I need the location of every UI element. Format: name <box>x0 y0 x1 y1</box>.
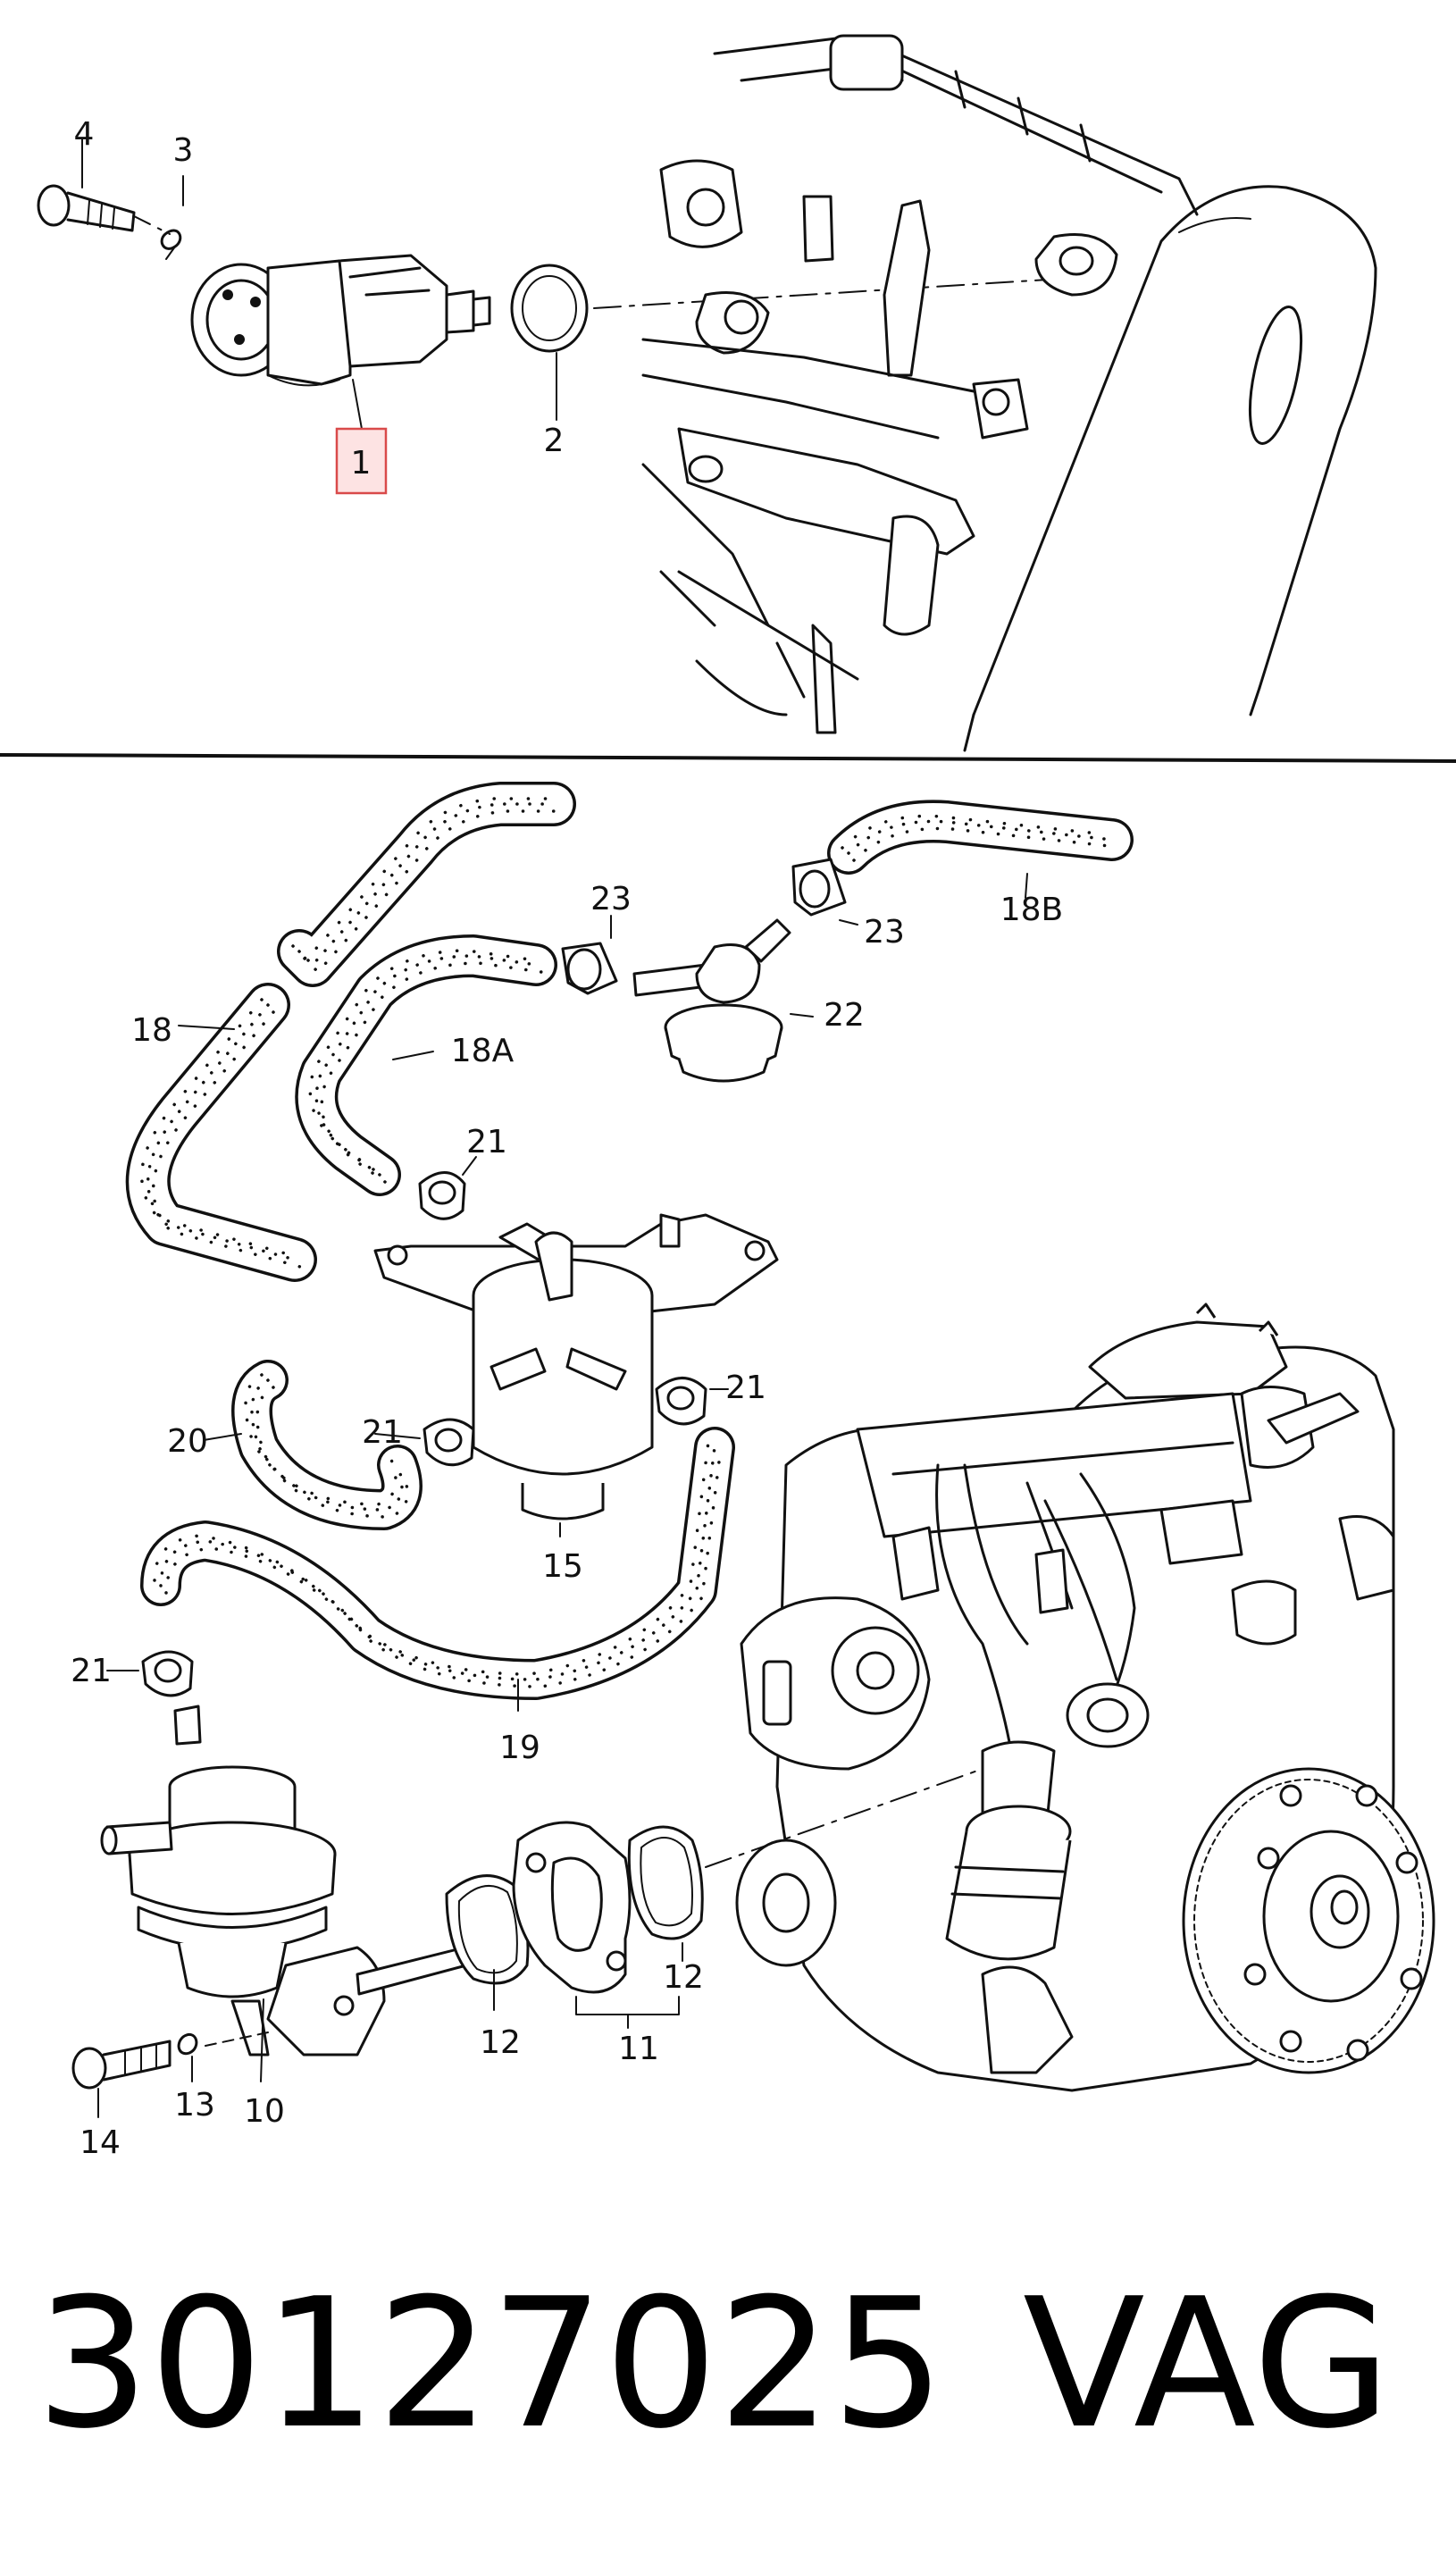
hoses-group <box>125 782 1134 1700</box>
callout-23-left: 23 <box>590 881 632 917</box>
engine-assembly <box>735 1303 1435 2092</box>
callout-21-a: 21 <box>466 1124 507 1160</box>
part-number-text: 30127025 <box>36 2260 945 2468</box>
callout-12-right: 12 <box>663 1959 704 1996</box>
bolt-part-4 <box>37 184 136 232</box>
callout-4: 4 <box>74 116 95 153</box>
callout-19: 19 <box>499 1730 540 1766</box>
gasket-part-2 <box>510 264 589 353</box>
clamp-part-23-right <box>791 858 847 917</box>
callout-21-c: 21 <box>362 1414 403 1451</box>
valve-assembly-part-1 <box>190 254 491 387</box>
clamp-part-23-left <box>561 942 618 995</box>
top-section: 1 2 3 4 <box>37 34 1377 752</box>
callout-14: 14 <box>79 2124 121 2161</box>
callout-20: 20 <box>167 1423 208 1460</box>
section-divider <box>0 753 1456 763</box>
hose-part-18-upper <box>277 782 576 987</box>
callout-21-d: 21 <box>71 1653 112 1689</box>
canister-part-15 <box>373 1213 779 1520</box>
gasket-part-12-right <box>627 1825 704 1940</box>
hose-part-18b <box>827 800 1134 875</box>
engine-head-top <box>641 34 1199 734</box>
callout-23-right: 23 <box>864 914 905 951</box>
callout-10: 10 <box>244 2093 285 2130</box>
callout-18b: 18B <box>1000 892 1064 928</box>
callout-18a: 18A <box>451 1033 515 1069</box>
callout-11: 11 <box>618 2031 659 2067</box>
gasket-part-12-left <box>445 1874 530 1985</box>
callout-18: 18 <box>131 1012 172 1049</box>
washer-part-3 <box>160 229 182 260</box>
callout-1: 1 <box>351 445 372 482</box>
clamp-part-21-c <box>423 1418 475 1467</box>
hose-part-19 <box>140 1427 735 1700</box>
callout-12-left: 12 <box>480 2024 521 2061</box>
washer-part-13 <box>177 2033 198 2056</box>
spacer-part-11 <box>512 1821 632 1994</box>
hose-part-18a <box>295 934 557 1196</box>
callout-21-b: 21 <box>725 1370 766 1406</box>
hose-part-20 <box>231 1360 423 1530</box>
flywheel <box>1182 1767 1435 2074</box>
callout-15: 15 <box>542 1548 583 1585</box>
callout-2: 2 <box>544 423 565 459</box>
engine-mount-bracket <box>963 185 1377 752</box>
bolt-part-14 <box>71 2040 172 2090</box>
highlight-box-part-1 <box>335 427 388 495</box>
valve-part-22 <box>632 918 791 1083</box>
bottom-section: 10 11 12 12 13 14 15 18 18A 18B 19 20 21… <box>71 782 1435 2161</box>
clamp-part-21-a <box>418 1171 466 1220</box>
fuel-pump-part-10 <box>100 1705 468 2057</box>
callout-22: 22 <box>824 997 865 1034</box>
brand-text: VAG <box>1023 2260 1391 2468</box>
hose-part-18-lower <box>125 983 317 1282</box>
callout-3: 3 <box>173 132 194 169</box>
callout-13: 13 <box>174 2087 215 2124</box>
clamp-part-21-b <box>655 1377 707 1426</box>
clamp-part-21-d <box>141 1650 194 1697</box>
